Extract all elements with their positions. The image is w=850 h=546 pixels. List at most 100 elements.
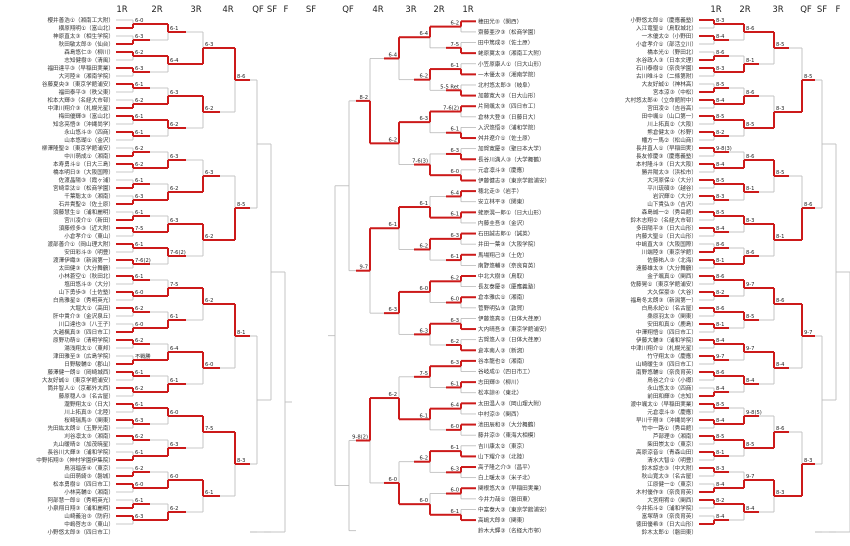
left-player-name: 山下勇歩③（土佐塾） bbox=[59, 288, 114, 296]
left-match-score: 6-2 bbox=[170, 506, 178, 512]
right-match-score: 8-5 bbox=[804, 74, 812, 80]
right-match-score: 8-2 bbox=[716, 498, 724, 504]
left-match-score: 6-1 bbox=[135, 130, 143, 136]
middle-match-score: 6-3 bbox=[389, 307, 397, 313]
right-player-name: 大宮翔宥②（関西） bbox=[647, 496, 697, 504]
middle-match-score: 6-3 bbox=[451, 360, 459, 366]
middle-player-name: 南野悠輔③（奈良育英） bbox=[478, 261, 539, 269]
left-match-score: 6-1 bbox=[135, 274, 143, 280]
left-match-score: 6-0 bbox=[170, 410, 178, 416]
left-match-score: 6-2 bbox=[205, 106, 213, 112]
left-match-score: 6-3 bbox=[135, 514, 143, 520]
middle-match-score: 7-5 bbox=[420, 371, 428, 377]
right-player-name: 江原健一②（東京） bbox=[647, 480, 697, 488]
right-match-score: 8-3 bbox=[716, 194, 724, 200]
left-match-score: 7-6(2) bbox=[135, 258, 151, 264]
right-match-score: 8-5 bbox=[776, 42, 784, 48]
left-player-name: 瀧野翔太①（日大） bbox=[64, 400, 114, 408]
round-header-right: 2R bbox=[739, 5, 750, 15]
middle-player-name: 伊藤健志③（東京学館浦安） bbox=[478, 176, 550, 184]
right-match-score: 8-4 bbox=[746, 378, 755, 384]
left-match-score: 6-0 bbox=[135, 482, 143, 488]
left-player-name: 本寿勇斗①（日大三島） bbox=[53, 160, 114, 168]
middle-player-name: 入沢悠悟②（浦和学院） bbox=[478, 123, 539, 131]
right-player-name: 渡中颯太①（早稲田実業） bbox=[630, 400, 697, 408]
right-player-name: 山崎暖生③（四日市工） bbox=[636, 360, 697, 368]
right-match-score: 9-7 bbox=[746, 474, 754, 480]
left-player-name: 大越楓真③（四日市工） bbox=[53, 328, 114, 336]
left-match-score: 6-2 bbox=[170, 122, 178, 128]
right-match-score: 8-6 bbox=[776, 298, 784, 304]
right-bracket: 小野悠太郎①（慶應義塾）入江竜聖①（鳥取城北）一木優太②（小野田）小倉孝介①（部… bbox=[625, 16, 850, 536]
middle-player-name: 馬場翔己③（土佐） bbox=[478, 251, 528, 259]
middle-match-score: 6-0 bbox=[389, 477, 397, 483]
left-player-name: 中津川翔介③（札幌光星） bbox=[47, 104, 114, 112]
left-match-score: 6-2 bbox=[135, 50, 143, 56]
right-match-score: 8-6 bbox=[716, 274, 724, 280]
middle-player-name: 伊藤悠真②（日体大荏原） bbox=[478, 314, 545, 322]
left-player-name: 谷藤夏央③（東京学館浦安） bbox=[42, 80, 114, 88]
left-match-score: 6-2 bbox=[135, 434, 143, 440]
middle-match-score: 6-3 bbox=[451, 318, 459, 324]
middle-match-score: 6-2 bbox=[389, 392, 397, 398]
left-player-name: 須藤修多③（近大附） bbox=[59, 224, 114, 232]
round-header-left: SF bbox=[267, 5, 277, 15]
left-match-score: 7-5 bbox=[205, 426, 213, 432]
left-player-name: 千葉聡太③（湘南） bbox=[64, 192, 114, 200]
middle-bracket: 穂田光⑤（関西）齋藤亜汐③（松商学園）田中篤成②（佐土原）蛯原翼太③（湘南工大附… bbox=[328, 17, 550, 535]
right-player-name: 鳥谷之介①（小樽） bbox=[647, 376, 697, 384]
right-match-score: 8-3 bbox=[746, 218, 754, 224]
left-match-score: 6-1 bbox=[135, 114, 143, 120]
left-match-score: 6-3 bbox=[135, 34, 143, 40]
right-player-name: 田中颯①（山口第一） bbox=[642, 112, 697, 120]
right-player-name: 一木優太②（小野田） bbox=[642, 32, 697, 40]
left-player-name: 横原翔明①（富山北） bbox=[59, 24, 114, 32]
left-match-score: 不戦勝 bbox=[135, 352, 151, 360]
round-header-right: SF bbox=[817, 5, 827, 15]
right-match-score: 8-4 bbox=[716, 338, 725, 344]
left-player-name: 橋本明日③（大阪国際） bbox=[53, 168, 114, 176]
right-match-score: 8-4 bbox=[776, 362, 785, 368]
left-match-score: 7-5 bbox=[135, 226, 143, 232]
right-match-score: 8-4 bbox=[716, 98, 725, 104]
right-player-name: 山下貴弘③（吉沢） bbox=[647, 200, 697, 208]
middle-match-score: 6-0 bbox=[451, 424, 459, 430]
middle-player-name: 内藤圭吾③（金沢） bbox=[478, 219, 528, 227]
round-header-right: 3R bbox=[772, 5, 783, 15]
left-player-name: 藤原穏人③（名古屋） bbox=[59, 392, 114, 400]
right-player-name: 多田陽平③（日大山形） bbox=[636, 224, 697, 232]
left-match-score: 6-2 bbox=[135, 386, 143, 392]
round-header-left: 4R bbox=[222, 5, 233, 15]
left-player-name: 福田泰平③（秩父東） bbox=[59, 88, 114, 96]
middle-player-name: 長谷川満人③（大学舞鶴） bbox=[478, 155, 545, 163]
middle-match-score: 6-1 bbox=[451, 509, 459, 515]
middle-match-score: 6-1 bbox=[420, 201, 428, 207]
right-match-score: 8-3 bbox=[716, 466, 724, 472]
right-match-score: 8-1 bbox=[776, 234, 784, 240]
left-match-score: 6-1 bbox=[135, 450, 143, 456]
right-player-name: 元倉凛斗③（慶應） bbox=[647, 408, 697, 416]
left-player-name: 太田健③（大分舞鶴） bbox=[59, 264, 114, 272]
left-match-score: 6-1 bbox=[135, 178, 143, 184]
middle-player-name: 藤井涼③（東海大相模） bbox=[478, 431, 539, 439]
right-match-score: 8-5 bbox=[716, 114, 724, 120]
left-player-name: 大堀大①（高田） bbox=[70, 304, 114, 312]
middle-player-name: 松本諒④（東北） bbox=[478, 389, 522, 397]
right-match-score: 9-8(5) bbox=[746, 410, 762, 416]
middle-player-name: 齋藤亜汐③（松商学園） bbox=[478, 28, 539, 36]
middle-player-name: 池田辰和③（大分舞鶴） bbox=[478, 421, 539, 429]
middle-player-name: 蛯原滉一郎①（日大山形） bbox=[478, 208, 545, 216]
middle-match-score: 6-2 bbox=[451, 21, 459, 27]
middle-player-name: 鈴木大輝③（名経大市邨） bbox=[478, 527, 545, 535]
left-match-score: 6-2 bbox=[135, 98, 143, 104]
left-player-name: 中野拓翔③（神村学園伊集院） bbox=[36, 456, 114, 464]
middle-match-score: 6-2 bbox=[389, 137, 397, 143]
left-player-name: 小倉孝介①（東山） bbox=[64, 232, 114, 240]
right-player-name: 熊倉健太③（杉野） bbox=[647, 128, 697, 136]
right-match-score: 8-2 bbox=[716, 130, 724, 136]
middle-player-name: 志田輝③（柳川） bbox=[478, 378, 522, 386]
left-player-name: 宮崎幸汰①（松商学園） bbox=[53, 184, 114, 192]
right-player-name: 鈴木志翔②（名経大市邨） bbox=[630, 216, 697, 224]
right-match-score: 8-6 bbox=[804, 202, 812, 208]
